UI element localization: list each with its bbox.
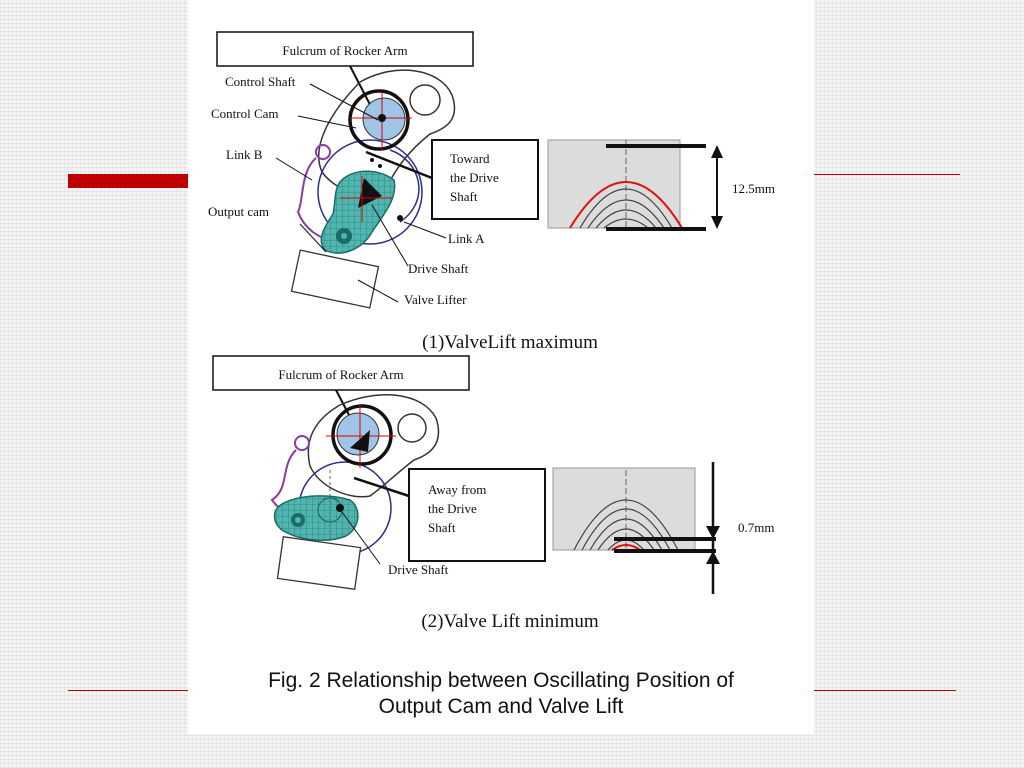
bottom-lift-curve-2 (581, 508, 671, 551)
top-fulcrum-box (216, 31, 474, 67)
bottom-valve-lifter (276, 536, 362, 590)
bottom-control-ring (331, 404, 393, 466)
top-panel: Fulcrum of Rocker Arm Control Shaft (208, 31, 775, 353)
top-drive-orbit (317, 139, 423, 245)
bottom-subtitle: (2)Valve Lift minimum (421, 611, 599, 632)
decor-red-line-bottom-right (814, 690, 956, 691)
top-cam-pivot (358, 178, 382, 208)
top-valve-lifter (290, 249, 380, 309)
top-lift-curve-2 (579, 188, 673, 229)
bottom-lift-curve-1 (573, 499, 679, 551)
top-drive-shaft-label: Drive Shaft (408, 261, 469, 276)
bottom-rocker-hole (397, 413, 427, 443)
figure-caption: Fig. 2 Relationship between Oscillating … (188, 668, 814, 720)
top-link-b (296, 157, 331, 241)
top-toward-line-2: the Drive (450, 170, 499, 185)
bottom-away-line-2: the Drive (428, 501, 477, 516)
top-lift-curve-4 (595, 209, 657, 229)
top-output-cam-label: Output cam (208, 204, 269, 219)
top-lift-value: 12.5mm (732, 181, 775, 196)
caption-line-2: Output Cam and Valve Lift (378, 695, 624, 718)
caption-line-1: Fig. 2 Relationship between Oscillating … (268, 669, 734, 692)
bottom-fulcrum-label: Fulcrum of Rocker Arm (278, 367, 403, 382)
top-lift-curve-1 (569, 181, 683, 229)
bottom-output-cam (273, 495, 359, 541)
top-control-ring (348, 89, 410, 151)
bottom-lift-curve-min (611, 544, 641, 551)
bottom-rocker-arm (307, 394, 440, 498)
bottom-away-line-3: Shaft (428, 520, 456, 535)
top-link-a-label: Link A (448, 231, 485, 246)
bottom-panel: Fulcrum of Rocker Arm Drive Shaft Away f… (212, 355, 774, 632)
top-control-shaft-label: Control Shaft (225, 74, 296, 89)
top-rocker-hole (409, 84, 441, 116)
bottom-away-box (408, 468, 546, 562)
top-link-b-pin (315, 144, 331, 160)
decor-red-bar (68, 174, 190, 188)
bottom-lift-value: 0.7mm (738, 520, 774, 535)
top-toward-arrow (365, 150, 433, 180)
top-link-b-label: Link B (226, 147, 263, 162)
top-subtitle: (1)ValveLift maximum (422, 332, 598, 353)
top-toward-line-1: Toward (450, 151, 490, 166)
bottom-link-b-pin (294, 435, 310, 451)
top-lift-curve-5 (603, 218, 649, 229)
top-control-cam-label: Control Cam (211, 106, 279, 121)
top-link-a (389, 149, 420, 223)
bottom-fulcrum-box (212, 355, 470, 391)
top-lift-curve-3 (587, 199, 665, 229)
bottom-lift-curve-4 (597, 528, 655, 551)
top-link-a-pin (397, 215, 403, 221)
top-toward-line-3: Shaft (450, 189, 478, 204)
decor-red-line-top-right (814, 174, 960, 175)
top-toward-box (431, 139, 539, 220)
bottom-away-arrow (353, 476, 410, 498)
top-fulcrum-label: Fulcrum of Rocker Arm (282, 43, 407, 58)
bottom-drive-shaft-label: Drive Shaft (388, 562, 449, 577)
decor-red-line-bottom-left (68, 690, 188, 691)
top-valve-lifter-label: Valve Lifter (404, 292, 467, 307)
bottom-away-line-1: Away from (428, 482, 486, 497)
